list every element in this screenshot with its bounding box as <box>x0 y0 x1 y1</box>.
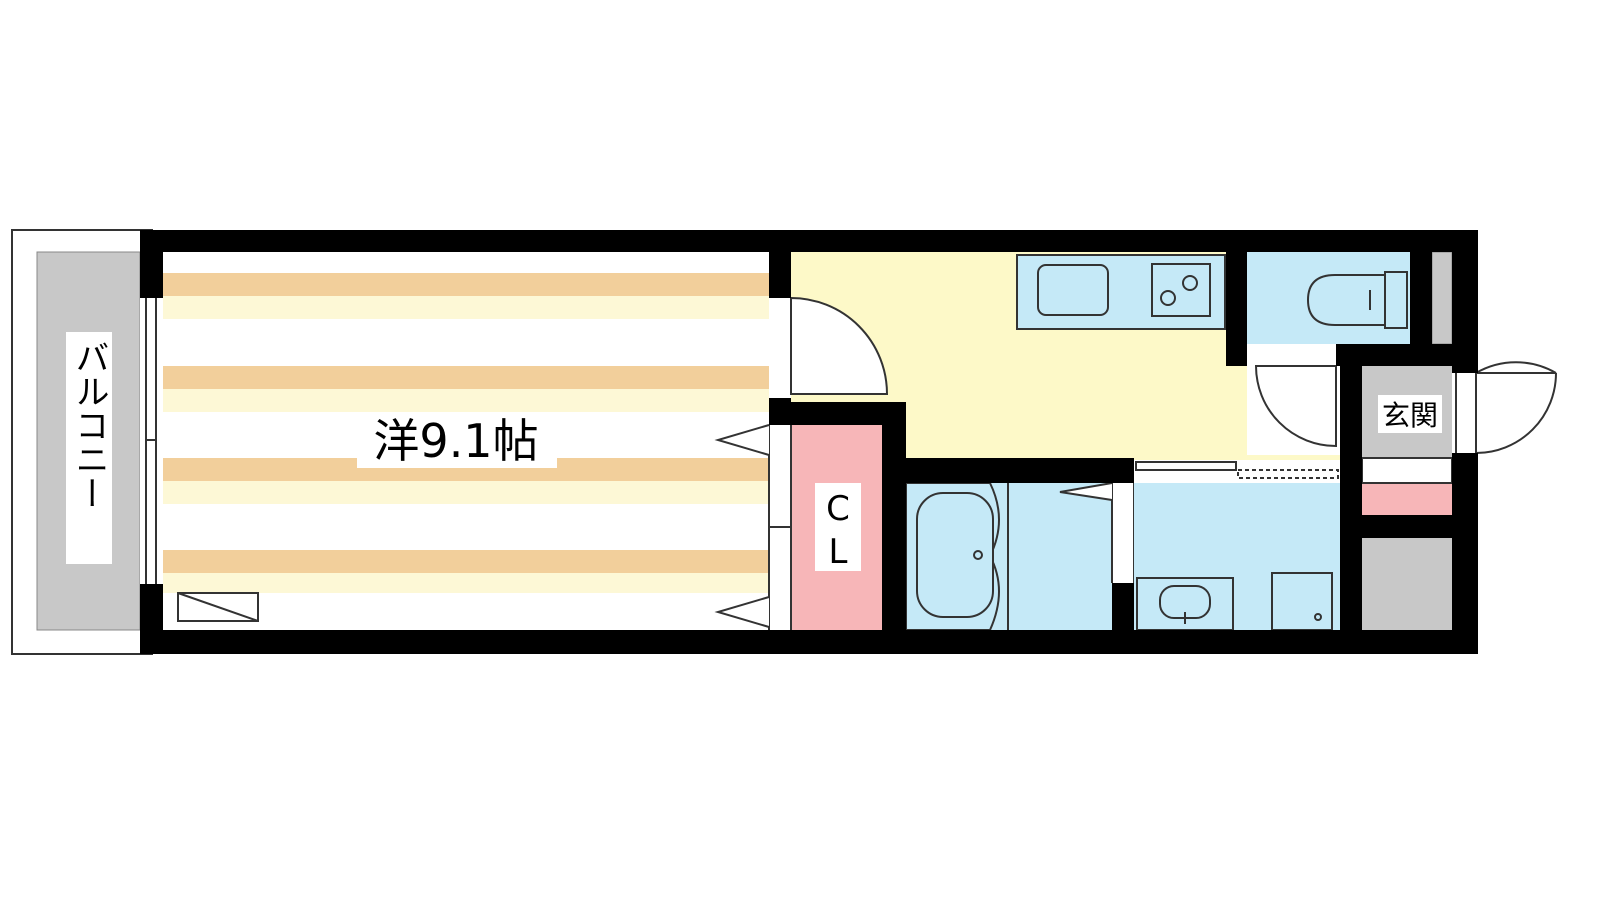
wall-bath-top <box>882 458 1134 483</box>
wall-left-top <box>140 230 163 298</box>
wall-toilet-left <box>1226 252 1247 366</box>
closet-label-c: C <box>826 489 850 529</box>
wall-top <box>140 230 1478 252</box>
washroom <box>1134 483 1340 631</box>
wall-left-bottom <box>140 584 163 654</box>
stove <box>1151 263 1211 317</box>
bathtub-inner <box>916 492 994 618</box>
wall-toilet-right <box>1410 252 1432 344</box>
wall-right-bottom <box>1452 453 1478 654</box>
stove-burner <box>1160 290 1176 306</box>
wall-room-partition <box>769 252 791 298</box>
bathroom <box>905 482 1112 631</box>
balcony-label: バルコニー <box>69 340 109 510</box>
balcony: バルコニー <box>11 229 153 655</box>
wall-bottom <box>140 630 1478 654</box>
washroom-sliding-door <box>1134 460 1340 483</box>
stove-burner <box>1182 275 1198 291</box>
flooring-light <box>163 296 769 319</box>
closet-doors <box>714 424 792 630</box>
closet-label-bg <box>815 483 861 571</box>
entrance-step <box>1361 457 1453 484</box>
wall-toilet-bottom <box>1336 344 1452 366</box>
toilet-door <box>1254 344 1337 448</box>
toilet-bowl <box>1306 274 1386 326</box>
shoe-box <box>1362 483 1452 515</box>
room-label-bg <box>357 412 557 468</box>
wall-closet-top <box>769 402 906 425</box>
aircon-symbol-line <box>177 592 259 622</box>
wall-closet-right <box>882 402 906 630</box>
bathtub-drain <box>973 550 983 560</box>
flooring-stripe <box>163 366 769 389</box>
storage-top <box>1431 251 1453 345</box>
toilet <box>1247 252 1410 344</box>
entrance-label: 玄関 <box>1382 399 1438 432</box>
entrance: 玄関 <box>1362 366 1452 458</box>
wall-bath-wash <box>1112 583 1134 630</box>
balcony-window <box>140 298 163 584</box>
balcony-label-bg <box>66 332 112 564</box>
walls <box>140 230 1478 654</box>
flooring-light <box>163 573 769 593</box>
entrance-door <box>1452 361 1557 454</box>
toilet-tank <box>1384 271 1408 329</box>
closet: C L <box>791 425 882 630</box>
wall-storage-divider <box>1362 515 1452 538</box>
washing-machine-space <box>1271 572 1333 631</box>
western-room: 洋9.1帖 <box>163 252 769 630</box>
kitchen-area <box>791 252 1340 460</box>
entrance-label-bg <box>1378 395 1442 433</box>
flooring-stripe <box>163 273 769 296</box>
kitchen-sink <box>1037 264 1109 316</box>
flooring-light <box>163 389 769 412</box>
wall-right-top <box>1452 230 1478 373</box>
storage-bottom <box>1362 538 1452 630</box>
flooring-stripe <box>163 550 769 573</box>
flooring-light <box>163 481 769 504</box>
room-door <box>769 296 889 398</box>
flooring-stripe <box>163 458 769 481</box>
room-label: 洋9.1帖 <box>373 414 538 468</box>
closet-label-l: L <box>829 532 848 572</box>
wall-entrance-left <box>1340 366 1362 630</box>
